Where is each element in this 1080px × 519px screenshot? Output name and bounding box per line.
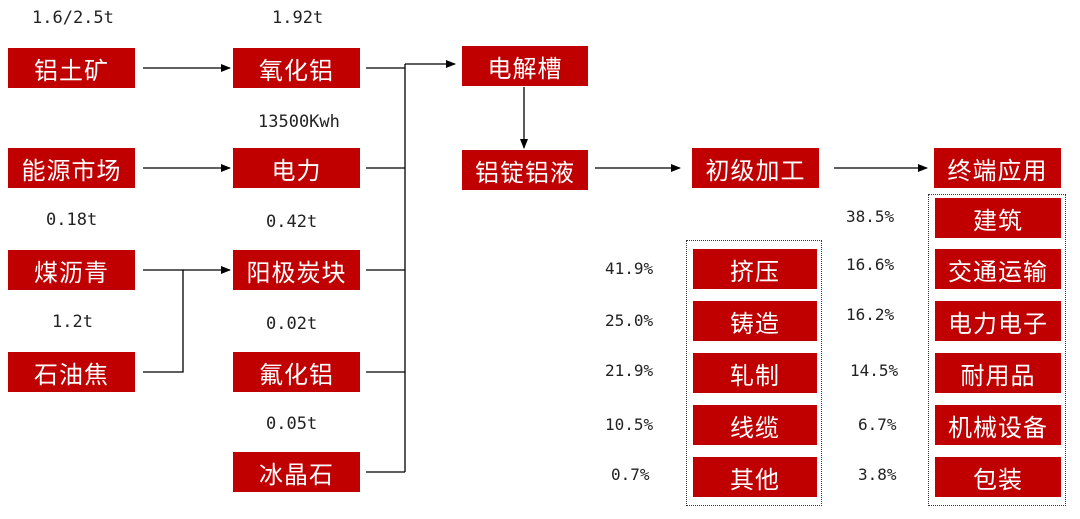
line-coal-pitch-to-anode [143, 269, 184, 373]
end-use-share: 38.5% [846, 207, 895, 226]
machinery-box: 机械设备 [935, 405, 1061, 445]
coal-pitch-box: 煤沥青 [8, 250, 135, 290]
anode-qty: 0.42t [266, 212, 318, 232]
aluminum-fluoride-box: 氟化铝 [233, 352, 360, 392]
alumina-box: 氧化铝 [233, 48, 360, 88]
end-uses-group [928, 194, 1066, 506]
end-use-share: 6.7% [858, 415, 897, 434]
transportation-box: 交通运输 [935, 249, 1061, 289]
end-use-share: 14.5% [850, 361, 899, 380]
other-processing-box: 其他 [693, 457, 817, 497]
ingot-liquid-box: 铝锭铝液 [462, 150, 588, 190]
petroleum-coke-qty: 1.2t [52, 312, 93, 332]
end-use-share: 16.2% [846, 305, 895, 324]
end-use-share: 16.6% [846, 255, 895, 274]
cable-box: 线缆 [693, 405, 817, 445]
rolling-box: 轧制 [693, 353, 817, 393]
primary-processing-box: 初级加工 [692, 148, 819, 188]
cryolite-qty: 0.05t [266, 414, 318, 434]
processing-share: 41.9% [605, 259, 654, 278]
cryolite-box: 冰晶石 [233, 452, 360, 492]
power-electronics-box: 电力电子 [935, 301, 1061, 341]
bauxite-qty: 1.6/2.5t [32, 8, 114, 28]
durable-goods-box: 耐用品 [935, 353, 1061, 393]
processing-share: 25.0% [605, 311, 654, 330]
electricity-box: 电力 [233, 148, 360, 188]
casting-box: 铸造 [693, 301, 817, 341]
aluminum-fluoride-qty: 0.02t [266, 314, 318, 334]
petroleum-coke-box: 石油焦 [8, 352, 135, 392]
extrusion-box: 挤压 [693, 249, 817, 289]
end-use-share: 3.8% [858, 465, 897, 484]
bauxite-box: 铝土矿 [8, 48, 135, 88]
packaging-box: 包装 [935, 457, 1061, 497]
anode-box: 阳极炭块 [233, 250, 360, 290]
energy-market-box: 能源市场 [8, 148, 135, 188]
electricity-qty: 13500Kwh [258, 112, 340, 132]
coal-pitch-qty: 0.18t [46, 210, 98, 230]
processing-types-group [686, 240, 822, 506]
construction-box: 建筑 [935, 198, 1061, 238]
processing-share: 10.5% [605, 415, 654, 434]
processing-share: 0.7% [611, 465, 650, 484]
alumina-qty: 1.92t [272, 8, 324, 28]
processing-share: 21.9% [605, 361, 654, 380]
electrolytic-cell-box: 电解槽 [462, 46, 588, 86]
end-use-box: 终端应用 [934, 148, 1061, 188]
